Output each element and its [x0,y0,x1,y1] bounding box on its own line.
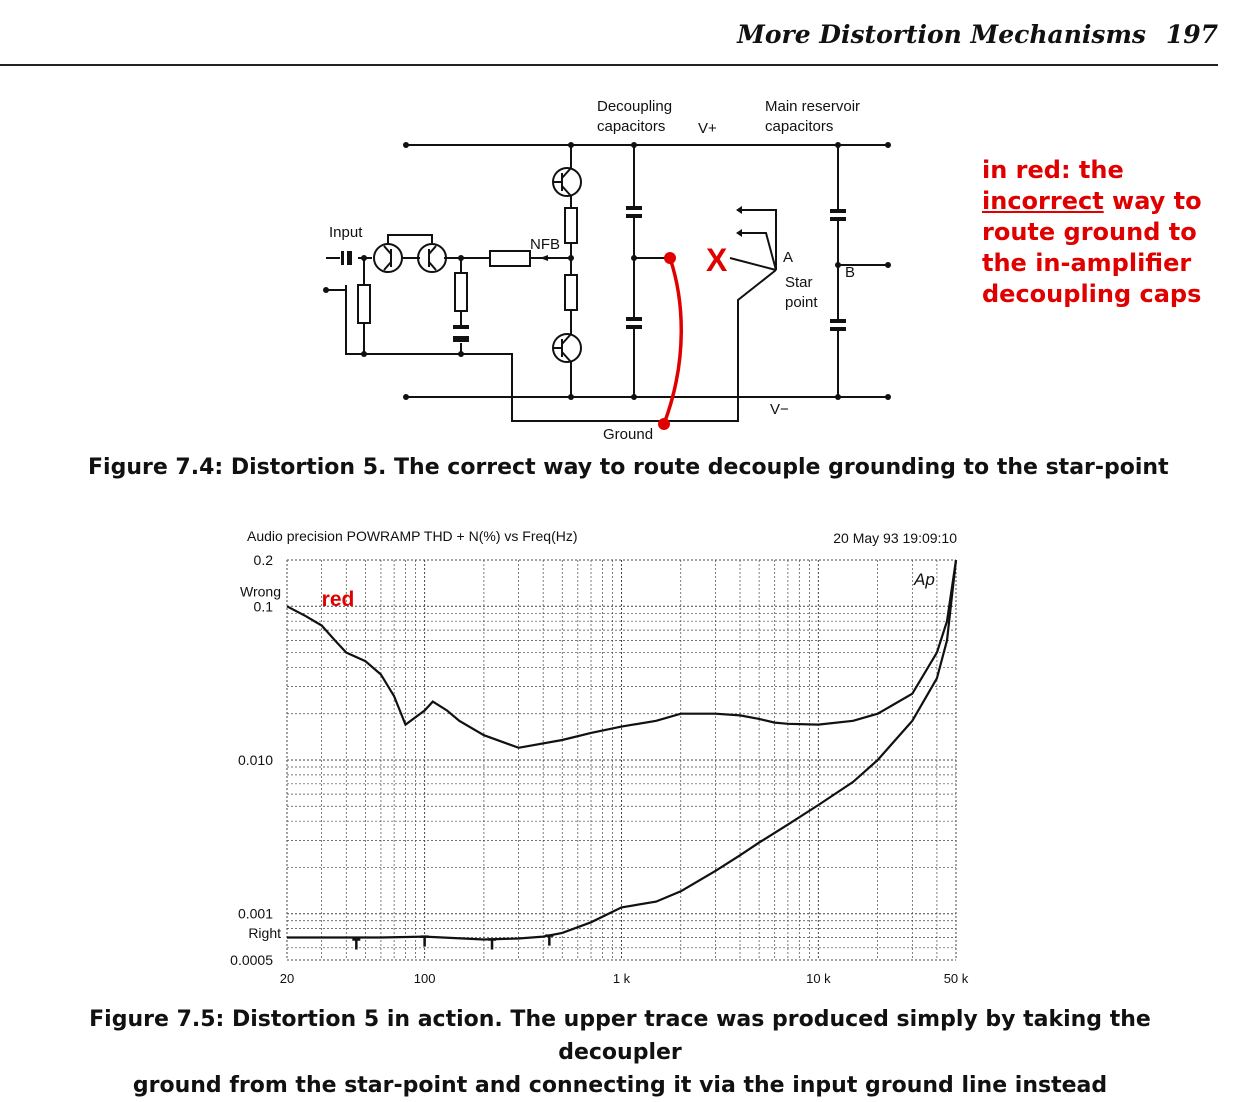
label-star-1: Star [785,274,813,291]
chart-series [286,559,958,941]
chart-markers [352,934,554,950]
annotation-red: red [322,588,355,611]
label-ground: Ground [603,426,653,443]
page-number: 197 [1165,20,1218,49]
label-star-2: point [785,294,818,311]
note-underlined: incorrect [982,187,1104,215]
y-tick-label: 0.001 [238,906,273,922]
series-line-wrong [286,559,958,749]
y-tick-label: 0.2 [254,552,274,568]
x-tick-label: 10 k [806,971,831,986]
annotation-right: Right [248,925,281,941]
figure-7-5-caption: Figure 7.5: Distortion 5 in action. The … [30,1003,1210,1102]
tee-marker [545,934,554,946]
chart-timestamp: 20 May 93 19:09:10 [833,530,957,546]
figure-7-5-caption-line-1: Figure 7.5: Distortion 5 in action. The … [89,1007,1151,1065]
thd-chart: Audio precision POWRAMP THD + N(%) vs Fr… [230,528,969,986]
red-note: in red: the incorrect way to route groun… [982,155,1202,310]
y-tick-label: 0.1 [254,598,274,614]
page-header: More Distortion Mechanisms 197 [0,18,1246,68]
note-prefix: in red: the [982,156,1124,184]
x-tick-label: 1 k [613,971,631,986]
figure-7-5-caption-line-2: ground from the star-point and connectin… [132,1073,1108,1098]
annotation-wrong: Wrong [240,583,281,599]
chart-grid [286,559,957,961]
series-line-right [287,559,958,941]
y-tick-label: 0.0005 [230,952,273,968]
x-tick-label: 100 [414,971,436,986]
label-b: B [845,264,855,281]
note-suffix: way to route ground to the in-amplifier … [982,187,1202,308]
figure-7-4-caption: Figure 7.4: Distortion 5. The correct wa… [88,455,1169,480]
label-vminus: V− [770,401,789,418]
label-reservoir-2: capacitors [765,118,833,135]
capacitor-symbols [341,206,846,342]
chart-title: Audio precision POWRAMP THD + N(%) vs Fr… [247,528,578,544]
junction-dots [323,142,891,400]
tee-marker [352,938,361,950]
label-reservoir-1: Main reservoir [765,98,860,115]
ap-logo: Ap [913,570,935,589]
tee-marker [420,935,429,947]
schematic-diagram: Decoupling capacitors V+ Main reservoir … [323,98,891,443]
label-decoupling-1: Decoupling [597,98,672,115]
transistor-symbols [373,167,582,363]
y-tick-label: 0.010 [238,752,273,768]
tee-marker [488,938,497,950]
x-tick-label: 50 k [944,971,969,986]
label-input: Input [329,224,363,241]
running-title: More Distortion Mechanisms [737,20,1146,49]
red-annotation: X [658,242,728,430]
x-tick-label: 20 [280,971,294,986]
label-vplus: V+ [698,120,717,137]
header-rule [0,64,1218,66]
label-nfb: NFB [530,236,560,253]
label-a: A [783,249,793,266]
x-mark: X [706,242,728,278]
label-decoupling-2: capacitors [597,118,665,135]
chart-axes: 20 100 1 k 10 k 50 k 0.2 0.1 0.010 0.001 0.0005 [230,552,969,986]
